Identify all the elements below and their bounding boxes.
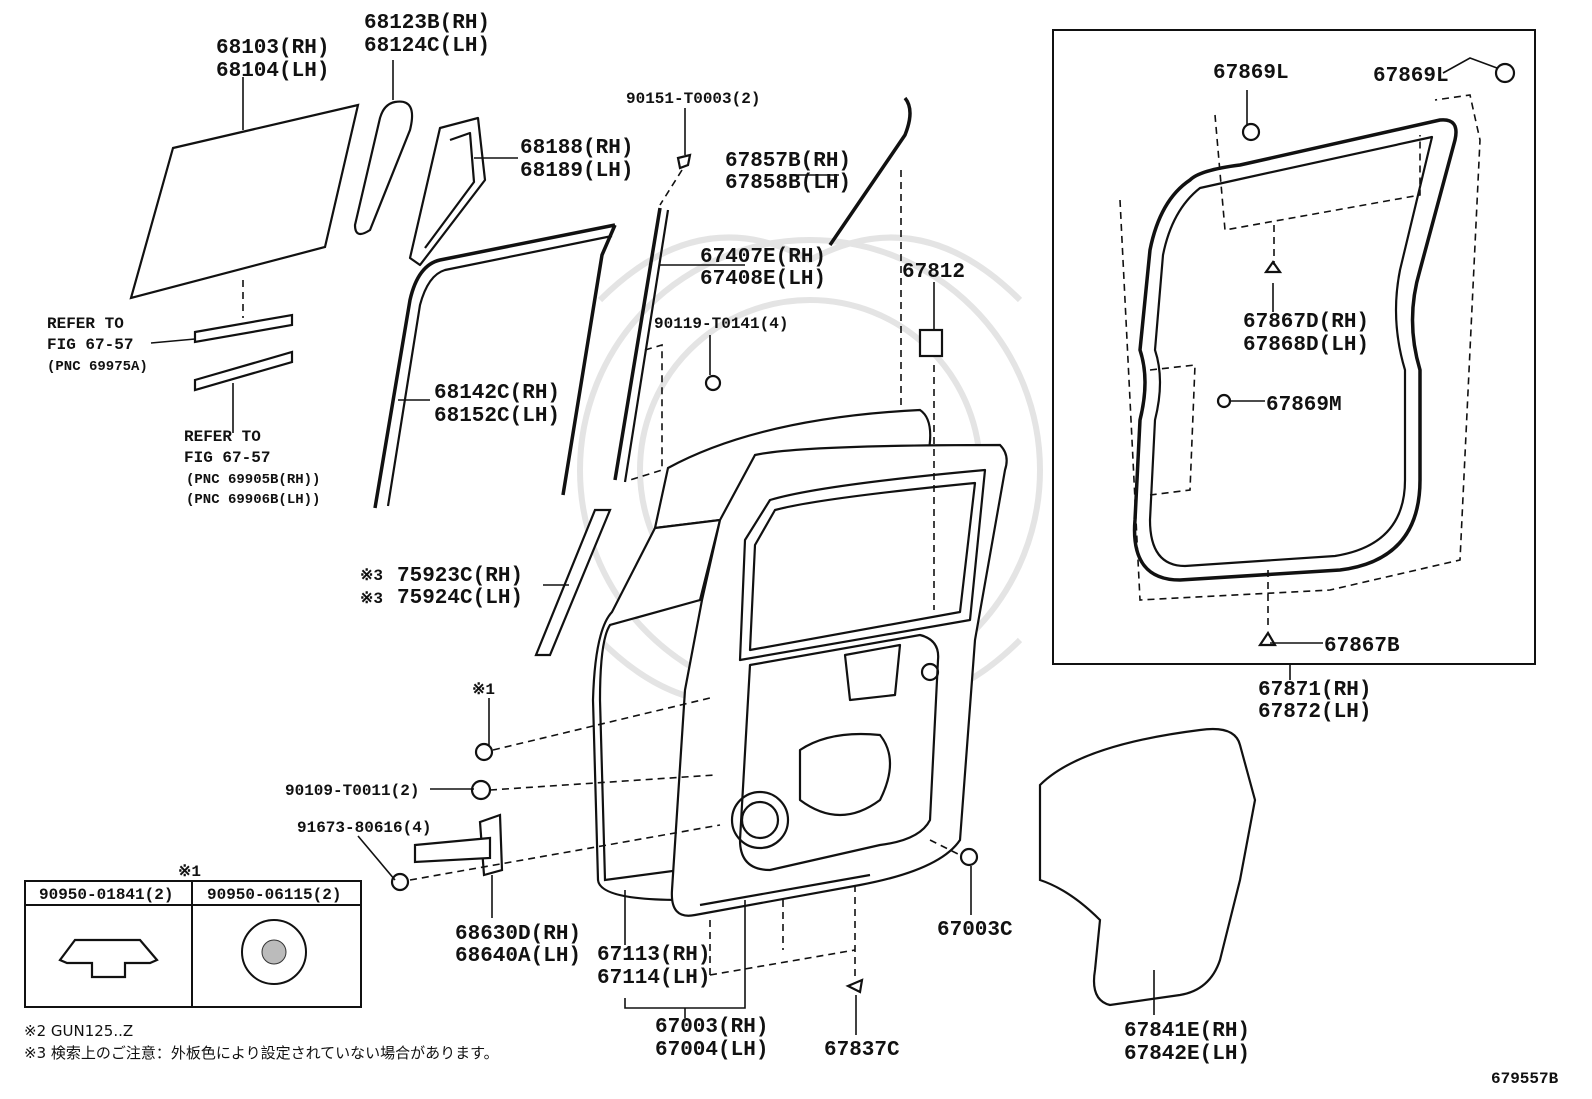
weatherstrip-box xyxy=(1052,29,1536,665)
label-refer1-line1: REFER TO xyxy=(47,315,124,333)
diagram-id: 679557B xyxy=(1491,1070,1559,1088)
label-door-assy-rh: 67003(RH) xyxy=(655,1016,768,1039)
label-panel-lh: 67114(LH) xyxy=(597,967,710,990)
label-tape-mark-1: ※3 xyxy=(360,567,383,585)
quarter-seal xyxy=(408,116,487,267)
glass-run xyxy=(373,223,617,509)
tape xyxy=(534,508,612,657)
label-table-mark: ※1 xyxy=(178,863,201,881)
label-quarter-glass-lh: 68124C(LH) xyxy=(364,35,490,58)
label-glass-lh: 68104(LH) xyxy=(216,60,329,83)
pad xyxy=(918,328,944,358)
label-glass-run-lh: 68152C(LH) xyxy=(434,405,560,428)
label-clip-l-2: 67869L xyxy=(1373,65,1449,88)
label-refer1-line2: FIG 67-57 xyxy=(47,336,133,354)
label-plug-mark: ※1 xyxy=(472,681,495,699)
label-note3: ※3 検索上のご注意：外板色により設定されていない場合があります。 xyxy=(24,1044,499,1062)
label-refer1-line3: (PNC 69975A) xyxy=(47,359,148,375)
label-tape-lh: 75924C(LH) xyxy=(397,587,523,610)
label-clip-m: 67869M xyxy=(1266,394,1342,417)
dashed-guides xyxy=(242,169,1275,980)
label-clip-l-1: 67869L xyxy=(1213,62,1289,85)
label-tape-rh: 75923C(RH) xyxy=(397,565,523,588)
label-bolt-hinge: 91673-80616(4) xyxy=(297,819,431,837)
label-clip-bottom: 67837C xyxy=(824,1039,900,1062)
label-quarter-seal-lh: 68189(LH) xyxy=(520,160,633,183)
label-service-cover-rh: 67841E(RH) xyxy=(1124,1020,1250,1043)
label-service-cover-lh: 67842E(LH) xyxy=(1124,1043,1250,1066)
label-bolt-channel: 90119-T0141(4) xyxy=(654,315,788,333)
label-refer2-line3: (PNC 69905B(RH)) xyxy=(186,472,320,488)
label-panel-rh: 67113(RH) xyxy=(597,944,710,967)
label-weatherstrip-rh: 67871(RH) xyxy=(1258,679,1371,702)
labels: 68103(RH) 68104(LH) 68123B(RH) 68124C(LH… xyxy=(24,12,1559,1088)
label-table-col1: 90950-01841(2) xyxy=(39,886,173,904)
label-screw-top: 90151-T0003(2) xyxy=(626,90,760,108)
plug-table xyxy=(24,880,362,1008)
label-refer2-line4: (PNC 69906B(LH)) xyxy=(186,492,320,508)
run-channel xyxy=(613,207,670,483)
label-weatherstrip-lh: 67872(LH) xyxy=(1258,701,1371,724)
label-check-assy-rh: 68630D(RH) xyxy=(455,923,581,946)
label-pad: 67812 xyxy=(902,261,965,284)
label-bolt-check: 90109-T0011(2) xyxy=(285,782,419,800)
label-quarter-seal-rh: 68188(RH) xyxy=(520,137,633,160)
refer-strip-1 xyxy=(193,313,294,344)
label-glass-run-rh: 68142C(RH) xyxy=(434,382,560,405)
label-outer-weatherstrip-rh: 67857B(RH) xyxy=(725,150,851,173)
weatherstrip xyxy=(1119,94,1481,601)
fasteners xyxy=(390,62,1516,994)
label-run-channel-lh: 67408E(LH) xyxy=(700,268,826,291)
label-table-col2: 90950-06115(2) xyxy=(207,886,341,904)
label-run-channel-rh: 67407E(RH) xyxy=(700,246,826,269)
label-refer2-line2: FIG 67-57 xyxy=(184,449,270,467)
label-plug-right: 67003C xyxy=(937,919,1013,942)
label-clip-d-lh: 67868D(LH) xyxy=(1243,334,1369,357)
outer-weatherstrip xyxy=(828,96,912,246)
label-quarter-glass-rh: 68123B(RH) xyxy=(364,12,490,35)
label-check-assy-lh: 68640A(LH) xyxy=(455,945,581,968)
label-note2: ※2 GUN125..Z xyxy=(24,1022,133,1040)
door-glass xyxy=(129,103,360,300)
refer-strip-2 xyxy=(193,350,294,392)
label-outer-weatherstrip-lh: 67858B(LH) xyxy=(725,172,851,195)
label-clip-b: 67867B xyxy=(1324,635,1400,658)
label-door-assy-lh: 67004(LH) xyxy=(655,1039,768,1062)
door-panel xyxy=(591,408,1008,917)
service-hole-cover xyxy=(1038,727,1257,1007)
label-glass-rh: 68103(RH) xyxy=(216,37,329,60)
label-refer2-line1: REFER TO xyxy=(184,428,261,446)
label-clip-d-rh: 67867D(RH) xyxy=(1243,311,1369,334)
leader-lines xyxy=(150,57,1498,1035)
quarter-glass xyxy=(353,100,414,236)
label-tape-mark-2: ※3 xyxy=(360,590,383,608)
door-check-assy xyxy=(413,813,504,877)
